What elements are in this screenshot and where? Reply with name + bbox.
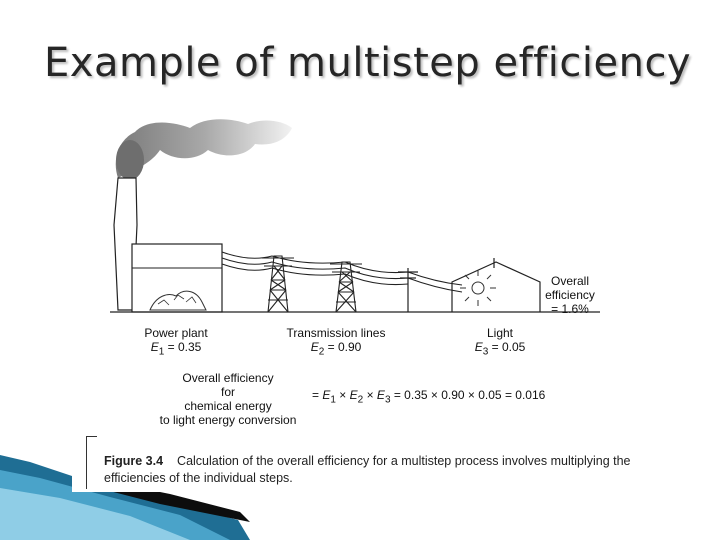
stage-label-transmission-lines: Transmission lines E2 = 0.90 xyxy=(286,326,386,358)
figure-number: Figure 3.4 xyxy=(104,454,164,468)
smoke-plume xyxy=(115,119,292,180)
utility-pole xyxy=(398,268,418,312)
caption-bracket xyxy=(86,436,97,489)
coal-pile xyxy=(149,290,207,311)
efficiency-equation: = E1 × E2 × E3 = 0.35 × 0.90 × 0.05 = 0.… xyxy=(312,388,546,406)
stage-label-light: Light E3 = 0.05 xyxy=(474,326,526,358)
stage-label-power-plant: Power plant E1 = 0.35 xyxy=(144,326,208,358)
slide-title: Example of multistep efficiency xyxy=(44,40,692,86)
house xyxy=(451,258,541,312)
overall-efficiency-conversion-label: Overall efficiency for chemical energy t… xyxy=(159,371,297,427)
transmission-tower xyxy=(262,255,294,313)
caption-box xyxy=(72,436,644,492)
light-bulb-icon xyxy=(460,270,496,306)
caption-text: Calculation of the overall efficiency fo… xyxy=(104,454,631,485)
overall-efficiency-label: Overall efficiency = 1.6% xyxy=(545,274,595,316)
transmission-tower xyxy=(330,261,362,313)
